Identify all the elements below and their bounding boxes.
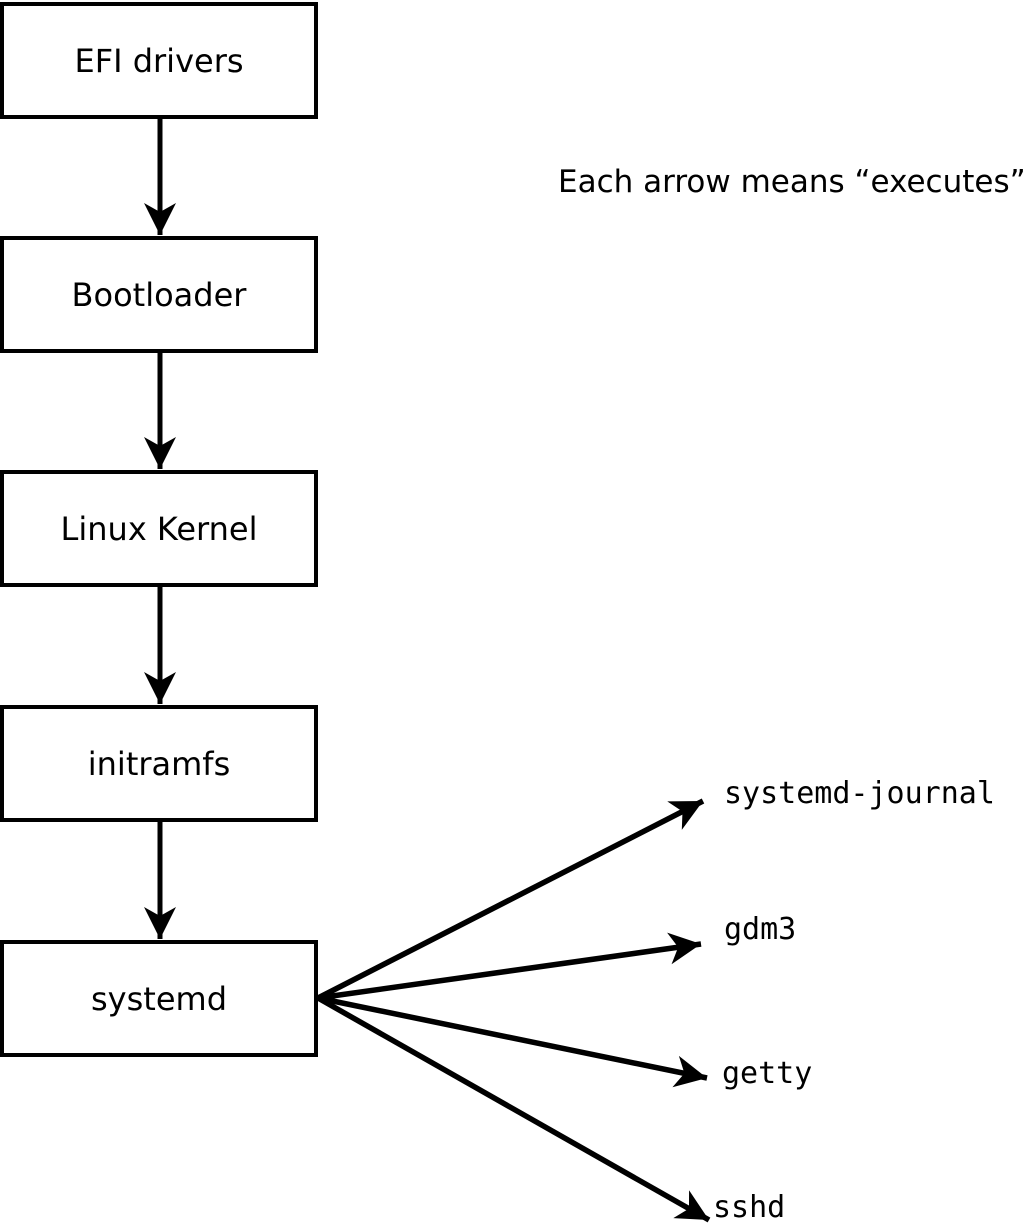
box-bootloader: Bootloader bbox=[0, 236, 318, 353]
label-gdm3: gdm3 bbox=[724, 912, 797, 947]
arrow-systemd-to-journal bbox=[316, 798, 705, 1001]
box-efi-drivers: EFI drivers bbox=[0, 2, 318, 119]
box-label: Bootloader bbox=[71, 275, 247, 314]
arrow-systemd-to-sshd bbox=[316, 995, 711, 1223]
label-getty: getty bbox=[722, 1056, 813, 1091]
box-linux-kernel: Linux Kernel bbox=[0, 470, 318, 587]
box-label: EFI drivers bbox=[74, 41, 244, 80]
box-initramfs: initramfs bbox=[0, 705, 318, 822]
box-label: systemd bbox=[91, 979, 227, 1018]
arrow-systemd-to-gdm3 bbox=[317, 932, 702, 1001]
arrow-legend-note: Each arrow means “executes”. bbox=[558, 164, 1023, 200]
box-systemd: systemd bbox=[0, 940, 318, 1057]
arrow-systemd-to-getty bbox=[317, 995, 708, 1088]
box-label: Linux Kernel bbox=[60, 509, 258, 548]
box-label: initramfs bbox=[87, 744, 231, 783]
label-sshd: sshd bbox=[713, 1190, 786, 1225]
label-systemd-journal: systemd-journal bbox=[724, 776, 995, 811]
